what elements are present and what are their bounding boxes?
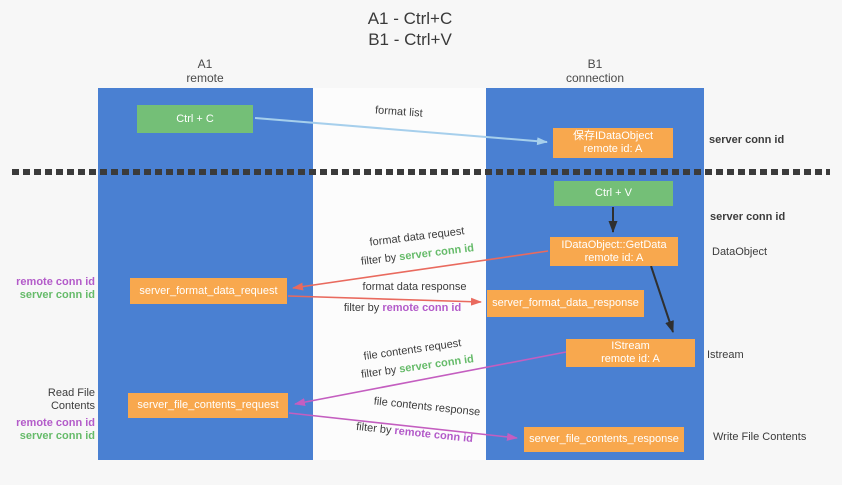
getdata-line1: IDataObject::GetData: [561, 238, 667, 251]
save-dataobject-line1: 保存IDataObject: [572, 130, 654, 142]
server-conn-id-middle-label: server conn id: [710, 211, 786, 223]
server-file-contents-response-label: server_file_contents_response: [529, 433, 679, 445]
getdata-box: IDataObject::GetData remote id: A: [550, 237, 678, 266]
istream-line1: IStream: [611, 340, 650, 352]
title-line-2: B1 - Ctrl+V: [368, 30, 452, 49]
read-file-contents-label: Read File Contents: [47, 387, 95, 412]
format-data-response-filter-label: filter by remote conn id: [330, 302, 475, 314]
server-file-contents-request-label: server_file_contents_request: [137, 399, 279, 411]
column-b1-role: connection: [565, 71, 625, 85]
column-header-a1: A1 remote: [155, 57, 255, 85]
column-header-b1: B1 connection: [545, 57, 645, 85]
save-dataobject-line2: remote id: A: [583, 143, 643, 155]
server-file-contents-request-box: server_file_contents_request: [128, 393, 288, 418]
machine-separator-dotted-line: [12, 169, 830, 175]
column-a1-name: A1: [197, 57, 213, 71]
remote-conn-id-text: remote conn id: [382, 302, 462, 314]
server-conn-id-left-bottom: server conn id: [19, 430, 95, 442]
remote-conn-id-left-top: remote conn id: [16, 276, 95, 288]
remote-conn-id-left-bottom: remote conn id: [16, 417, 95, 429]
diagram-title: A1 - Ctrl+C B1 - Ctrl+V: [320, 8, 500, 50]
server-conn-id-left-top: server conn id: [19, 289, 95, 301]
istream-box: IStream remote id: A: [566, 339, 695, 367]
server-file-contents-response-box: server_file_contents_response: [524, 427, 684, 452]
filter-by-text: filter by: [343, 302, 383, 314]
server-conn-id-top-label: server conn id: [709, 134, 785, 146]
ctrl-v-box: Ctrl + V: [554, 181, 673, 206]
title-line-1: A1 - Ctrl+C: [367, 9, 453, 28]
server-format-data-response-label: server_format_data_response: [492, 297, 639, 309]
ctrl-c-label: Ctrl + C: [176, 112, 214, 125]
left-conn-id-group-top: remote conn id server conn id: [5, 276, 95, 302]
write-file-contents-label: Write File Contents: [713, 431, 807, 443]
ctrl-v-label: Ctrl + V: [595, 187, 632, 199]
save-dataobject-box: 保存IDataObject remote id: A: [553, 128, 673, 158]
server-format-data-response-box: server_format_data_response: [487, 290, 644, 317]
column-b1-name: B1: [587, 57, 603, 71]
istream-line2: remote id: A: [601, 353, 660, 365]
server-format-data-request-label: server_format_data_request: [139, 284, 278, 297]
dataobject-label: DataObject: [712, 246, 768, 258]
format-data-response-label: format data response: [362, 281, 467, 293]
left-conn-id-group-bottom: Read File Contents remote conn id server…: [3, 387, 95, 443]
getdata-line2: remote id: A: [584, 251, 644, 264]
istream-side-label: Istream: [707, 349, 744, 361]
server-format-data-request-box: server_format_data_request: [130, 278, 287, 304]
ctrl-c-box: Ctrl + C: [137, 105, 253, 133]
column-a1-role: remote: [186, 71, 224, 85]
